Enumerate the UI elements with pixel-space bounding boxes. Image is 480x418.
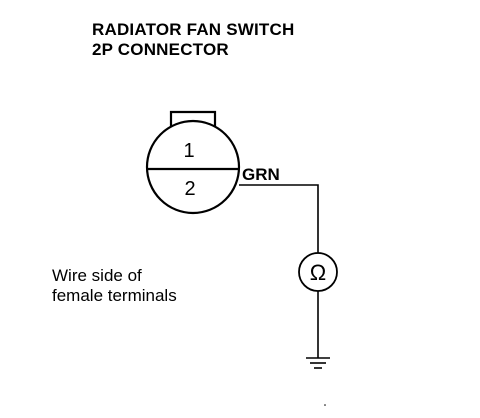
scan-speck (324, 404, 326, 406)
terminal-2-label: 2 (184, 178, 195, 200)
ohm-symbol: Ω (310, 260, 326, 285)
terminal-1-label: 1 (183, 140, 194, 162)
connector-body (145, 119, 241, 215)
grn-wire (239, 184, 319, 253)
connector-lock-tab (169, 110, 217, 126)
title-line-1: RADIATOR FAN SWITCH (92, 20, 295, 39)
wire-color-label: GRN (242, 165, 280, 184)
ohmmeter-icon: Ω (298, 252, 338, 292)
caption-line-2: female terminals (52, 286, 177, 305)
caption: Wire side of female terminals (52, 266, 177, 306)
ground-symbol-icon (306, 357, 330, 369)
title-line-2: 2P CONNECTOR (92, 40, 229, 59)
diagram-title: RADIATOR FAN SWITCH 2P CONNECTOR (92, 20, 294, 60)
caption-line-1: Wire side of (52, 266, 142, 285)
connector-2p: 1 2 (145, 119, 241, 215)
